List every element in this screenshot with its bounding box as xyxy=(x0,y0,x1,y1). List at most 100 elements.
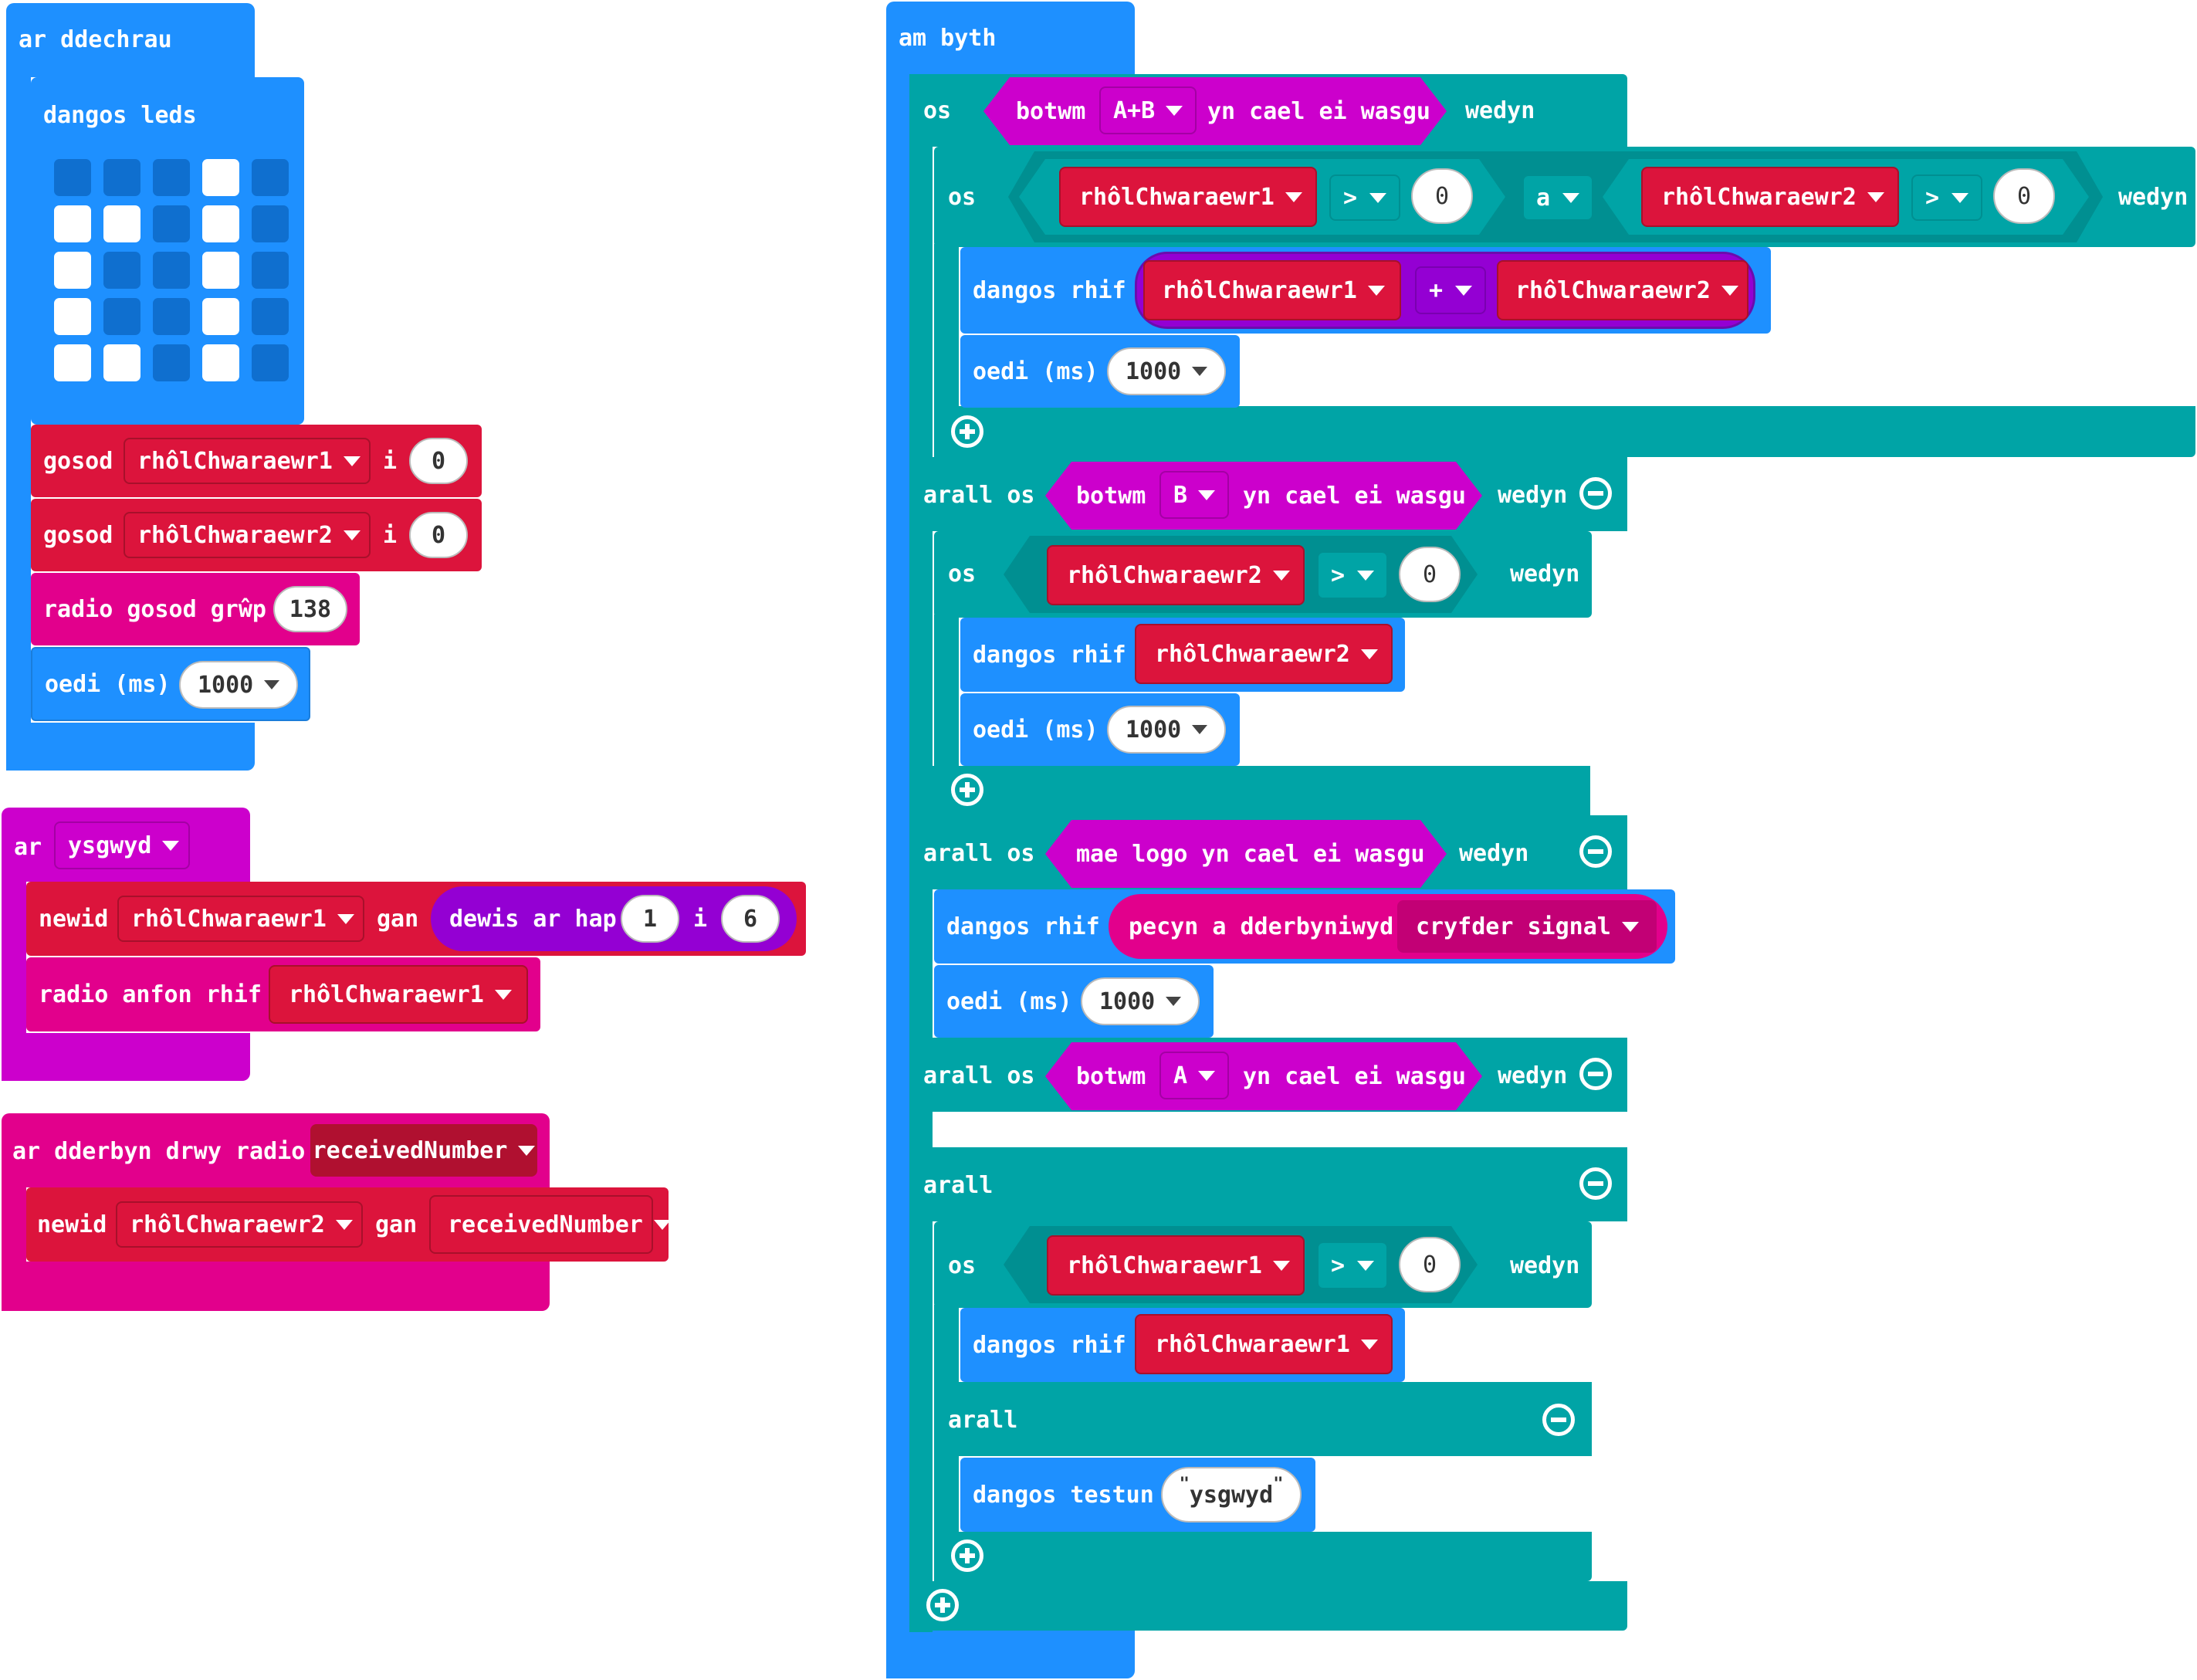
led-cell[interactable] xyxy=(54,298,91,335)
pause-block[interactable]: oedi (ms) 1000 xyxy=(960,335,1240,408)
inner-if-keyword: os xyxy=(948,561,977,588)
remove-branch-icon[interactable] xyxy=(1579,1167,1612,1200)
player1-variable-dropdown[interactable]: rhôlChwaraewr1 xyxy=(117,896,364,942)
show-string-block[interactable]: dangos testun "ysgwyd" xyxy=(960,1458,1315,1532)
signal-strength-dropdown[interactable]: cryfder signal xyxy=(1397,900,1657,953)
led-cell[interactable] xyxy=(202,344,239,381)
player1-variable-dropdown[interactable]: rhôlChwaraewr1 xyxy=(124,438,371,484)
led-cell[interactable] xyxy=(153,159,190,196)
led-cell[interactable] xyxy=(54,344,91,381)
show-string-value[interactable]: "ysgwyd" xyxy=(1161,1467,1302,1522)
button-a-dropdown[interactable]: A xyxy=(1159,1052,1229,1099)
radio-set-group-block[interactable]: radio gosod grŵp 138 xyxy=(31,573,360,645)
led-cell[interactable] xyxy=(103,298,140,335)
player2-variable-reporter[interactable]: rhôlChwaraewr2 xyxy=(1047,545,1305,605)
set-player1-value[interactable]: 0 xyxy=(409,438,468,484)
compare-value[interactable]: 0 xyxy=(1399,547,1461,602)
led-cell[interactable] xyxy=(202,159,239,196)
compare-op2-dropdown[interactable]: > xyxy=(1911,174,1982,221)
pause-block[interactable]: oedi (ms) 1000 xyxy=(31,647,310,721)
compare-value2[interactable]: 0 xyxy=(1993,168,2055,224)
led-cell[interactable] xyxy=(54,159,91,196)
sum-expression[interactable]: rhôlChwaraewr1 + rhôlChwaraewr2 xyxy=(1135,252,1755,329)
pause-block[interactable]: oedi (ms) 1000 xyxy=(960,693,1240,766)
set-player1-block[interactable]: gosod rhôlChwaraewr1 i 0 xyxy=(31,425,482,497)
add-branch-icon[interactable] xyxy=(951,415,983,448)
led-cell[interactable] xyxy=(103,159,140,196)
random-to-value[interactable]: 6 xyxy=(721,895,780,943)
button-a-pressed-condition[interactable]: botwm A yn cael ei wasgu xyxy=(1045,1042,1482,1110)
led-cell[interactable] xyxy=(202,205,239,242)
pause-value-dropdown[interactable]: 1000 xyxy=(1081,977,1200,1025)
pause-value-dropdown[interactable]: 1000 xyxy=(1107,706,1226,754)
received-packet-reporter[interactable]: pecyn a dderbyniwyd cryfder signal xyxy=(1109,894,1667,959)
plus-operator-dropdown[interactable]: + xyxy=(1415,266,1486,314)
then-keyword: wedyn xyxy=(1498,482,1568,509)
pause-value-dropdown[interactable]: 1000 xyxy=(179,661,298,709)
led-cell[interactable] xyxy=(252,252,289,289)
remove-branch-icon[interactable] xyxy=(1542,1404,1575,1436)
show-sum-block[interactable]: dangos rhif rhôlChwaraewr1 + rhôlChwarae… xyxy=(960,247,1771,334)
button-ab-pressed-condition[interactable]: botwm A+B yn cael ei wasgu xyxy=(983,77,1447,145)
led-cell[interactable] xyxy=(153,252,190,289)
received-number-reporter[interactable]: receivedNumber xyxy=(429,1195,653,1254)
player2-variable-reporter[interactable]: rhôlChwaraewr2 xyxy=(1641,167,1899,227)
logo-pressed-condition[interactable]: mae logo yn cael ei wasgu xyxy=(1045,820,1447,888)
led-cell[interactable] xyxy=(202,298,239,335)
led-cell[interactable] xyxy=(252,298,289,335)
player2-variable-reporter[interactable]: rhôlChwaraewr2 xyxy=(1135,624,1393,684)
remove-branch-icon[interactable] xyxy=(1579,835,1612,868)
button-ab-dropdown[interactable]: A+B xyxy=(1099,86,1197,134)
player2-variable-reporter[interactable]: rhôlChwaraewr2 xyxy=(1497,260,1748,320)
led-cell[interactable] xyxy=(153,344,190,381)
led-cell[interactable] xyxy=(103,252,140,289)
add-branch-icon[interactable] xyxy=(926,1589,959,1621)
show-number-label: dangos rhif xyxy=(973,641,1126,669)
compare-op1-dropdown[interactable]: > xyxy=(1329,174,1400,221)
add-branch-icon[interactable] xyxy=(951,774,983,806)
remove-branch-icon[interactable] xyxy=(1579,477,1612,510)
set-player2-value[interactable]: 0 xyxy=(409,512,468,558)
pause-block[interactable]: oedi (ms) 1000 xyxy=(934,965,1214,1038)
led-cell[interactable] xyxy=(153,298,190,335)
led-cell[interactable] xyxy=(103,205,140,242)
player1-variable-reporter[interactable]: rhôlChwaraewr1 xyxy=(269,965,528,1024)
led-cell[interactable] xyxy=(153,205,190,242)
led-cell[interactable] xyxy=(54,252,91,289)
led-cell[interactable] xyxy=(202,252,239,289)
show-player1-block[interactable]: dangos rhif rhôlChwaraewr1 xyxy=(960,1308,1405,1382)
set-player2-block[interactable]: gosod rhôlChwaraewr2 i 0 xyxy=(31,499,482,571)
change-player2-block[interactable]: newid rhôlChwaraewr2 gan receivedNumber xyxy=(26,1187,669,1262)
player1-variable-reporter[interactable]: rhôlChwaraewr1 xyxy=(1143,260,1401,320)
received-number-parameter[interactable]: receivedNumber xyxy=(310,1124,537,1177)
show-player2-block[interactable]: dangos rhif rhôlChwaraewr2 xyxy=(960,618,1405,692)
compare-op-dropdown[interactable]: > xyxy=(1317,551,1388,599)
show-leds-block[interactable]: dangos leds xyxy=(31,77,304,425)
random-from-value[interactable]: 1 xyxy=(621,895,679,943)
player2-variable-dropdown[interactable]: rhôlChwaraewr2 xyxy=(116,1201,363,1248)
player1-variable-reporter[interactable]: rhôlChwaraewr1 xyxy=(1135,1314,1393,1374)
pause-value-dropdown[interactable]: 1000 xyxy=(1107,347,1226,395)
radio-send-number-block[interactable]: radio anfon rhif rhôlChwaraewr1 xyxy=(26,957,540,1031)
player2-variable-dropdown[interactable]: rhôlChwaraewr2 xyxy=(124,512,371,558)
led-cell[interactable] xyxy=(54,205,91,242)
compare-value[interactable]: 0 xyxy=(1399,1237,1461,1292)
remove-branch-icon[interactable] xyxy=(1579,1058,1612,1090)
button-b-dropdown[interactable]: B xyxy=(1159,471,1229,519)
led-cell[interactable] xyxy=(252,344,289,381)
led-cell[interactable] xyxy=(252,159,289,196)
pick-random-block[interactable]: dewis ar hap 1 i 6 xyxy=(431,886,797,951)
and-operator-dropdown[interactable]: a xyxy=(1522,174,1593,221)
compare-op-dropdown[interactable]: > xyxy=(1317,1241,1388,1289)
led-cell[interactable] xyxy=(252,205,289,242)
player1-variable-reporter[interactable]: rhôlChwaraewr1 xyxy=(1047,1235,1305,1296)
button-b-pressed-condition[interactable]: botwm B yn cael ei wasgu xyxy=(1045,462,1482,530)
compare-value1[interactable]: 0 xyxy=(1411,168,1473,224)
led-cell[interactable] xyxy=(103,344,140,381)
gesture-dropdown[interactable]: ysgwyd xyxy=(54,821,190,869)
show-signal-block[interactable]: dangos rhif pecyn a dderbyniwyd cryfder … xyxy=(934,889,1675,964)
change-player1-block[interactable]: newid rhôlChwaraewr1 gan dewis ar hap 1 … xyxy=(26,882,806,956)
radio-group-value[interactable]: 138 xyxy=(273,586,347,632)
add-branch-icon[interactable] xyxy=(951,1539,983,1572)
player1-variable-reporter[interactable]: rhôlChwaraewr1 xyxy=(1059,167,1317,227)
